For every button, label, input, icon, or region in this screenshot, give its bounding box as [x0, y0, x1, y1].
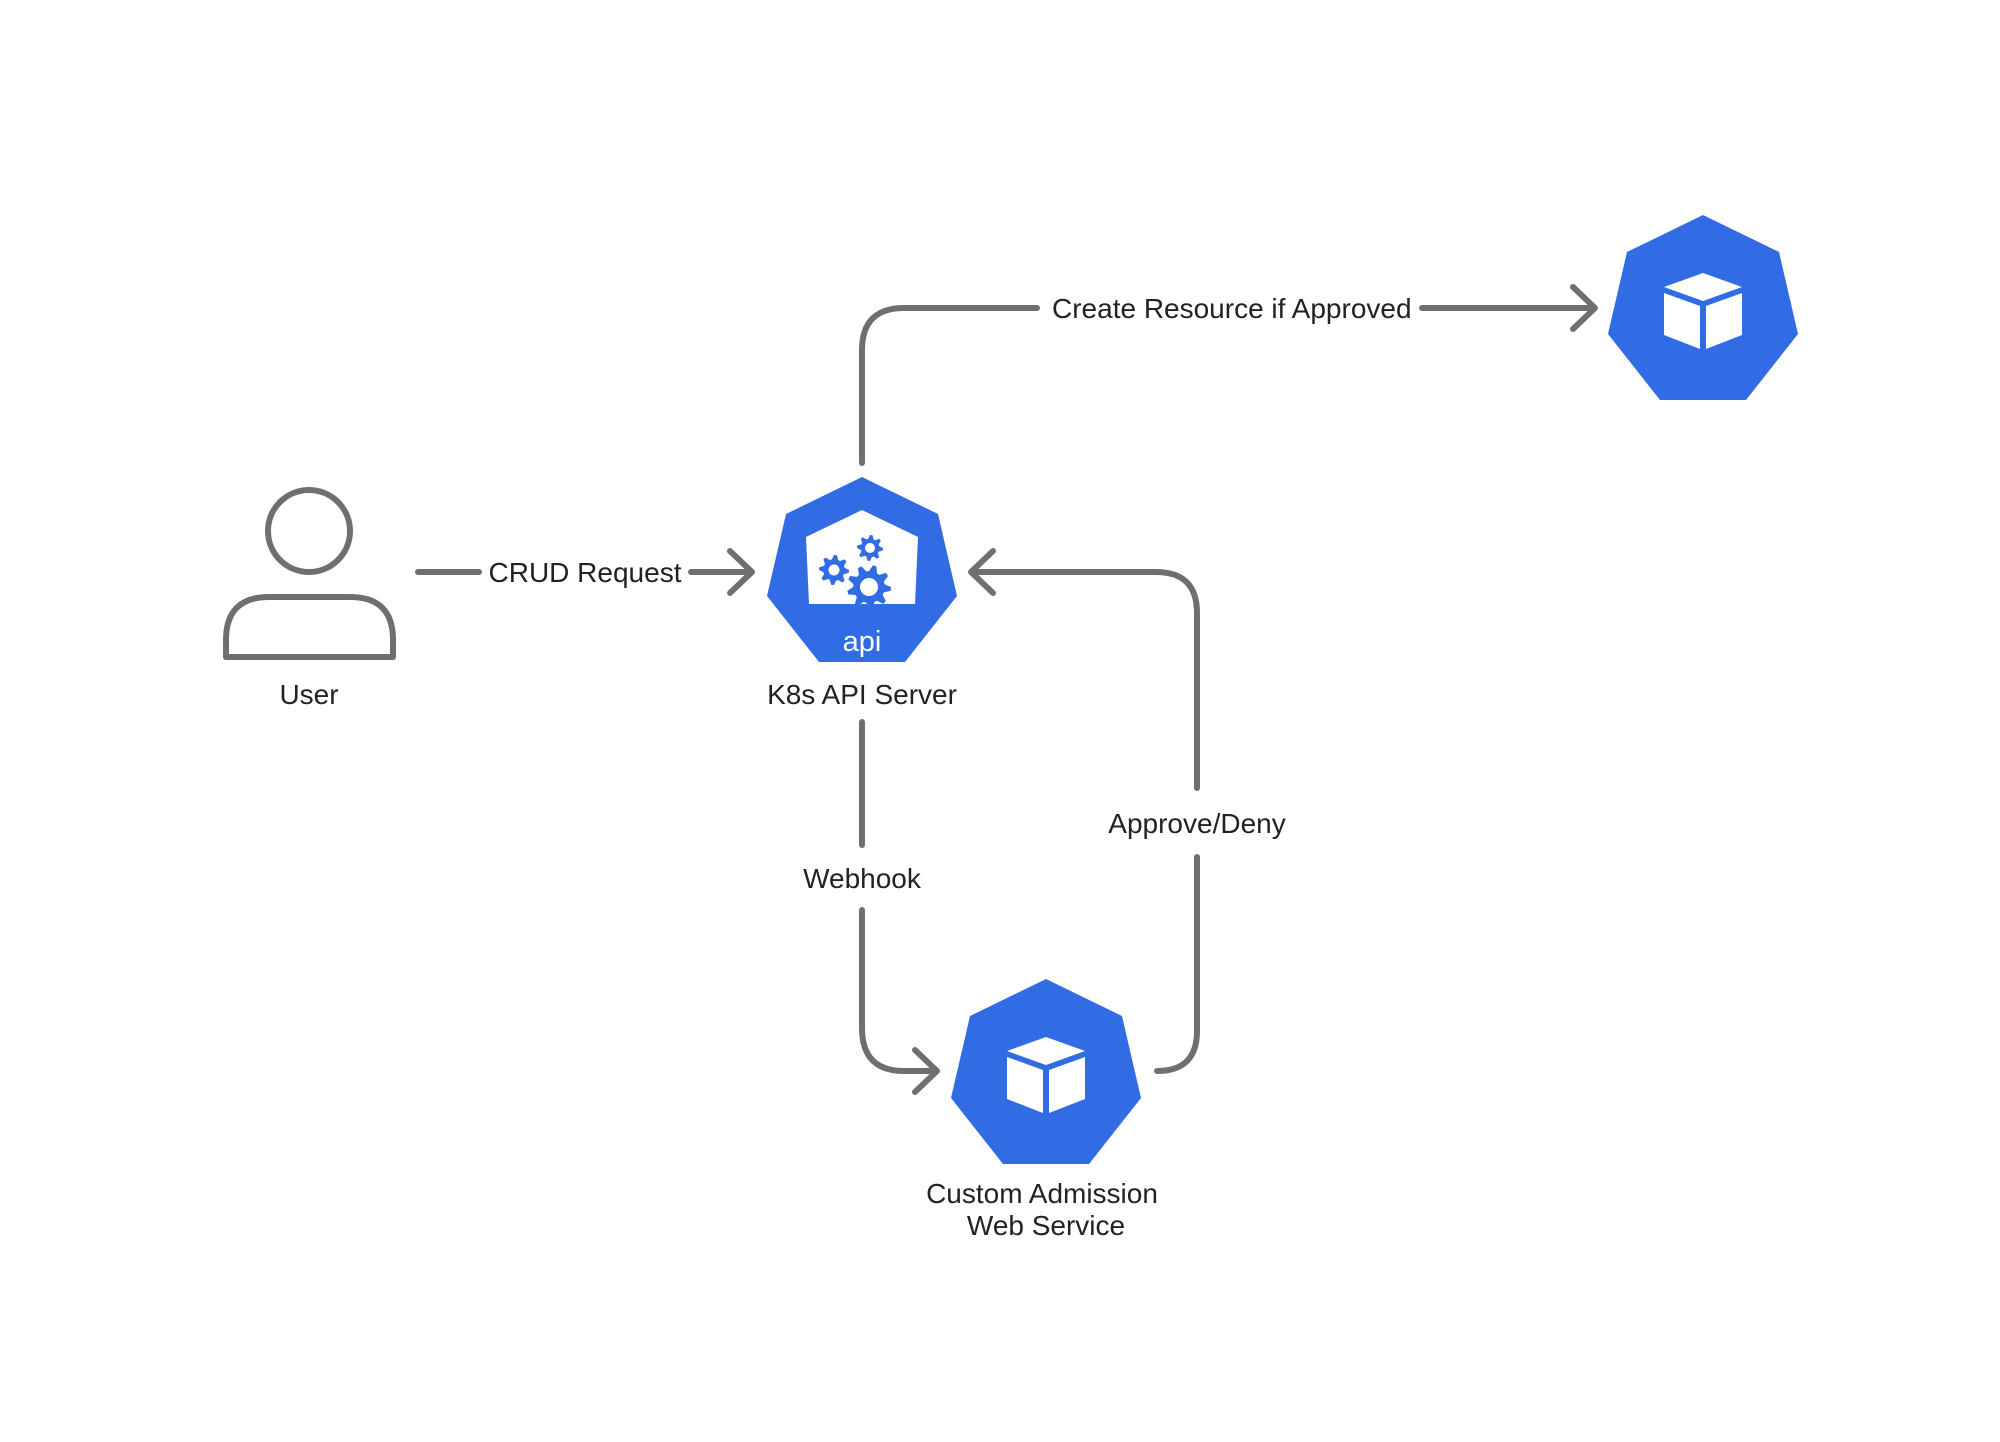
resource-heptagon — [1608, 215, 1798, 400]
resource-node — [1608, 215, 1798, 400]
edge-create-resource: Create Resource if Approved — [859, 284, 1598, 466]
api-server-label: K8s API Server — [767, 679, 957, 710]
cube-icon-resource — [1664, 273, 1742, 349]
user-label: User — [279, 679, 338, 710]
edge-approve-deny: Approve/Deny — [968, 548, 1286, 1074]
admission-label-line1: Custom Admission — [926, 1178, 1158, 1209]
create-resource-label: Create Resource if Approved — [1052, 293, 1412, 324]
approve-deny-label: Approve/Deny — [1108, 808, 1285, 839]
edge-crud-request: CRUD Request — [415, 548, 755, 596]
api-badge: api — [843, 626, 882, 658]
user-icon — [223, 487, 396, 660]
admission-heptagon — [951, 979, 1141, 1164]
webhook-label: Webhook — [803, 863, 922, 894]
cube-icon-admission — [1007, 1037, 1085, 1113]
admission-service-node: Custom Admission Web Service — [926, 979, 1158, 1241]
gear-icon-top — [857, 535, 883, 561]
user-node: User — [223, 487, 396, 710]
k8s-api-icon — [806, 510, 918, 609]
crud-request-label: CRUD Request — [489, 557, 682, 588]
gear-icon-left — [819, 555, 849, 585]
admission-label-line2: Web Service — [967, 1210, 1125, 1241]
gear-icon-main — [847, 565, 891, 609]
edge-webhook: Webhook — [803, 719, 940, 1095]
api-server-node: api K8s API Server — [767, 477, 957, 710]
